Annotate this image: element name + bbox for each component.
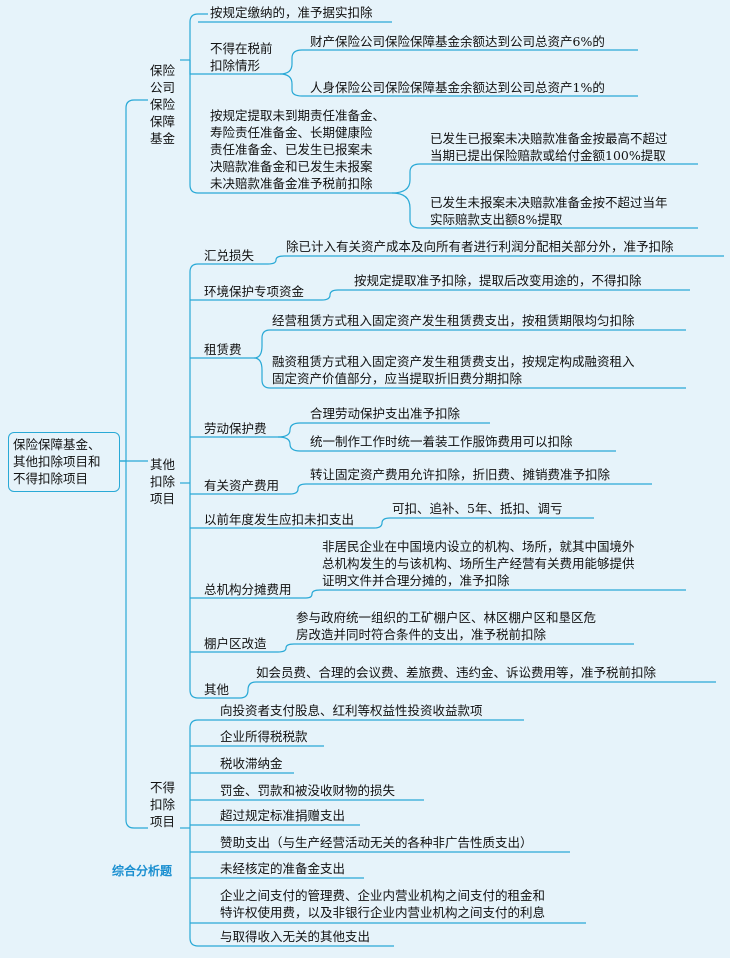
node-work-uniform: 统一制作工作时统一着装工作服饰费用可以扣除 (310, 434, 573, 449)
list-item: 企业之间支付的管理费、企业内营业机构之间支付的租金和 特许权使用费，以及非银行企… (220, 888, 546, 920)
node-other: 其他 (204, 682, 230, 697)
branch-insurance-fund: 保险 公司 保险 保障 基金 (150, 63, 176, 146)
node-shantytown-renovation-detail: 参与政府统一组织的工矿棚户区、林区棚户区和垦区危 房改造并同时符合条件的支出，准… (296, 610, 597, 642)
node-exchange-loss: 汇兑损失 (204, 248, 255, 263)
list-item: 向投资者支付股息、红利等权益性投资收益款项 (220, 703, 483, 718)
node-reserves-deductible: 按规定提取未到期责任准备金、 寿险责任准备金、长期健康险 责任准备金、已发生已报… (210, 108, 386, 191)
list-item: 与取得收入无关的其他支出 (220, 929, 371, 944)
list-item: 赞助支出（与生产经营活动无关的各种非广告性质支出） (220, 835, 533, 850)
node-life-insurance-1pct: 人身保险公司保险保障基金余额达到公司总资产1%的 (310, 80, 605, 95)
node-labor-protection: 劳动保护费 (204, 421, 267, 436)
comprehensive-analysis-badge: 综合分析题 (112, 864, 173, 878)
list-item: 未经核定的准备金支出 (220, 861, 346, 876)
node-head-office-allocation-detail: 非居民企业在中国境内设立的机构、场所，就其中国境外 总机构发生的与该机构、场所生… (322, 539, 635, 588)
node-unreported-claims-reserve: 已发生未报案未决赔款准备金按不超过当年 实际赔款支出额8%提取 (430, 195, 668, 227)
node-finance-lease: 融资租赁方式租入固定资产发生租赁费支出，按规定构成融资租入 固定资产价值部分，应… (272, 354, 635, 386)
node-non-deductible-cases: 不得在税前 扣除情形 (210, 41, 273, 73)
node-environment-fund-detail: 按规定提取准予扣除，提取后改变用途的，不得扣除 (354, 273, 642, 288)
node-prior-year-expenses-detail: 可扣、追补、5年、抵扣、调亏 (392, 501, 563, 516)
list-item: 超过规定标准捐赠支出 (220, 808, 346, 823)
node-property-insurance-6pct: 财产保险公司保险保障基金余额达到公司总资产6%的 (310, 34, 605, 49)
node-labor-protection-reasonable: 合理劳动保护支出准予扣除 (310, 406, 461, 421)
root-node (8, 432, 120, 492)
node-exchange-loss-detail: 除已计入有关资产成本及向所有者进行利润分配相关部分外，准予扣除 (286, 239, 674, 254)
node-head-office-allocation: 总机构分摊费用 (204, 582, 292, 597)
node-asset-expenses-detail: 转让固定资产费用允许扣除，折旧费、摊销费准予扣除 (310, 467, 611, 482)
list-item: 企业所得税税款 (220, 729, 308, 744)
branch-non-deductible: 不得 扣除 项目 (150, 780, 176, 829)
root-label: 保险保障基金、 其他扣除项目和 不得扣除项目 (13, 437, 101, 486)
node-operating-lease: 经营租赁方式租入固定资产发生租赁费支出，按租赁期限均匀扣除 (272, 313, 635, 328)
node-shantytown-renovation: 棚户区改造 (204, 636, 267, 651)
node-environment-fund: 环境保护专项资金 (204, 284, 305, 299)
node-paid-deductible: 按规定缴纳的，准予据实扣除 (210, 5, 373, 20)
node-prior-year-expenses: 以前年度发生应扣未扣支出 (204, 512, 355, 527)
list-item: 罚金、罚款和被没收财物的损失 (220, 783, 396, 798)
branch-other-deductions: 其他 扣除 项目 (150, 457, 176, 506)
list-item: 税收滞纳金 (220, 756, 283, 771)
node-lease-fee: 租赁费 (204, 342, 242, 357)
node-other-detail: 如会员费、合理的会议费、差旅费、违约金、诉讼费用等，准予税前扣除 (256, 665, 657, 680)
node-reported-claims-reserve: 已发生已报案未决赔款准备金按最高不超过 当期已提出保险赔款或给付金额100%提取 (430, 131, 668, 163)
node-asset-expenses: 有关资产费用 (204, 478, 280, 493)
